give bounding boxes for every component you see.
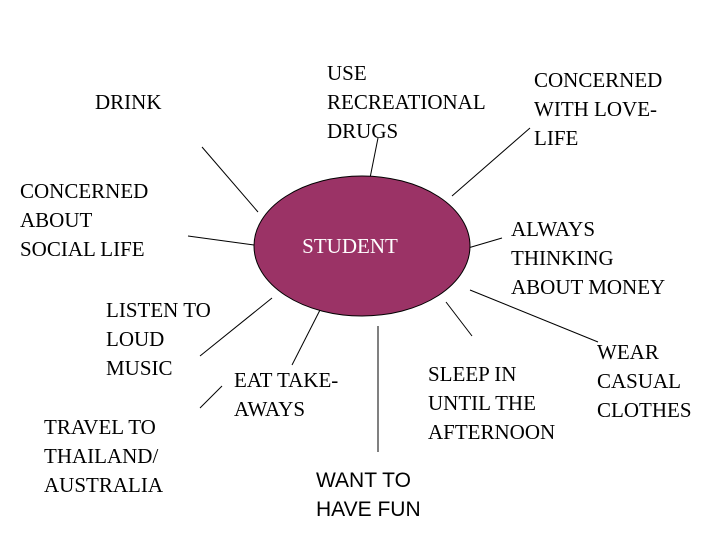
node-money: ALWAYS THINKING ABOUT MONEY	[511, 217, 666, 299]
connector-social-life	[187, 235, 255, 246]
node-loud-music: LISTEN TO LOUD MUSIC	[106, 298, 211, 380]
node-drink: DRINK	[95, 90, 162, 114]
connector-loud-music	[199, 297, 273, 357]
connector-travel	[199, 385, 223, 409]
node-sleep-in: SLEEP IN UNTIL THE AFTERNOON	[428, 362, 556, 444]
connector-takeaways	[291, 309, 321, 366]
connector-drink	[201, 146, 259, 213]
node-takeaways: EAT TAKE- AWAYS	[234, 368, 339, 421]
node-social-life: CONCERNED ABOUT SOCIAL LIFE	[20, 179, 149, 261]
node-love-life: CONCERNED WITH LOVE- LIFE	[534, 68, 663, 150]
node-drugs: USE RECREATIONAL DRUGS	[327, 61, 486, 143]
node-casual-clothes: WEAR CASUAL CLOTHES	[597, 340, 692, 422]
connector-money	[467, 237, 503, 249]
connector-casual-clothes	[469, 289, 599, 343]
center-label: STUDENT	[302, 234, 398, 258]
node-travel: TRAVEL TO THAILAND/ AUSTRALIA	[44, 415, 163, 497]
connector-sleep-in	[445, 301, 473, 337]
connector-drugs	[369, 137, 379, 179]
connector-love-life	[451, 127, 531, 197]
node-have-fun: WANT TO HAVE FUN	[316, 469, 421, 521]
center-ellipse	[253, 175, 471, 317]
